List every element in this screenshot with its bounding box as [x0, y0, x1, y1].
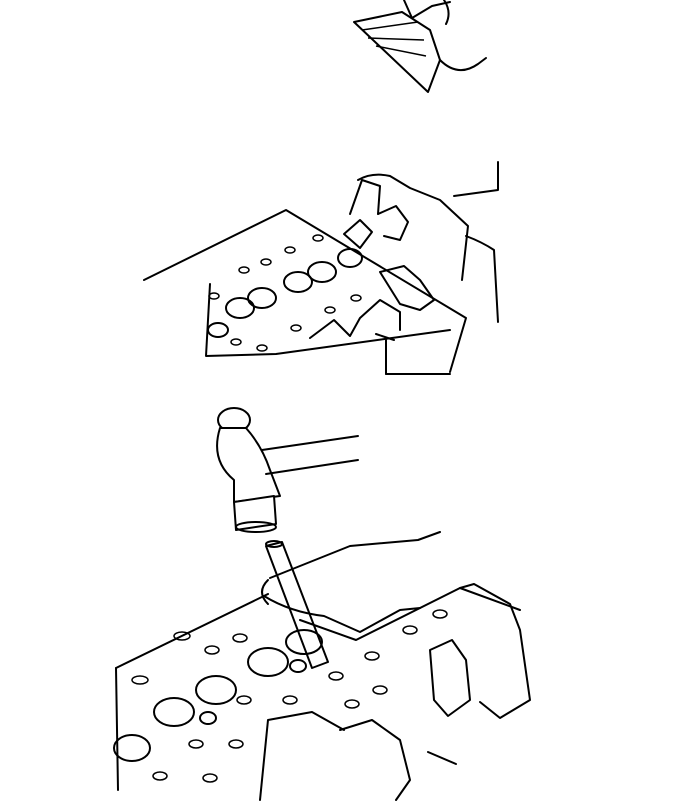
bottom-port-3 — [247, 647, 289, 677]
mid-sleeve-upper — [453, 161, 499, 197]
bottom-hand-fingers — [263, 595, 421, 633]
mid-tool-grip — [349, 179, 381, 215]
mid-bracket — [379, 265, 435, 311]
bottom-head-top-edge — [115, 587, 521, 669]
hammer-handle — [261, 435, 359, 475]
bottom-panel-hammer-drift — [113, 407, 531, 801]
mid-oil-holes — [208, 234, 362, 352]
mid-fingers — [377, 205, 409, 241]
bottom-port-4 — [285, 629, 323, 655]
top-fingers — [403, 0, 451, 19]
mid-head-side — [385, 339, 451, 375]
bottom-valve-spring — [199, 711, 217, 725]
mid-cam-housing — [309, 299, 401, 339]
bottom-cam-end — [459, 583, 531, 719]
shield-reflection — [361, 21, 427, 57]
bottom-port-5 — [113, 734, 151, 762]
bottom-valve-ports — [113, 629, 323, 762]
bottom-head-front-edge — [115, 667, 345, 801]
mid-hand — [357, 173, 469, 281]
bottom-port-2 — [195, 675, 237, 705]
mid-valve-ports — [207, 248, 363, 338]
mid-port-3 — [283, 271, 313, 293]
top-panel-shield — [353, 0, 487, 93]
bottom-valve-spring-2 — [289, 659, 307, 673]
mid-port-4 — [307, 261, 337, 283]
bottom-hand-top — [269, 531, 441, 579]
bottom-stud — [427, 751, 457, 765]
mid-port-5 — [337, 248, 363, 268]
bottom-oil-holes — [131, 609, 448, 783]
hammer-face — [233, 495, 277, 531]
shield-blade — [353, 11, 441, 93]
mid-port-1 — [225, 297, 255, 319]
hammer-head — [216, 427, 281, 503]
bottom-cam-bearing — [429, 639, 471, 717]
hammer — [216, 407, 359, 533]
hammer-face-rim — [235, 521, 277, 533]
bottom-thumb — [261, 579, 269, 605]
mid-stud — [375, 333, 395, 341]
middle-panel-valve-install — [143, 161, 499, 375]
mid-head-lower-edge — [205, 283, 451, 357]
top-wrist — [439, 57, 487, 71]
mid-port-6 — [207, 322, 229, 338]
drift-top — [265, 540, 283, 548]
mid-port-2 — [247, 287, 277, 309]
mid-tool-tip — [343, 219, 373, 249]
mid-sleeve-lower — [465, 235, 499, 323]
top-thumb — [443, 0, 450, 25]
bottom-cam-journal — [339, 719, 411, 801]
bottom-port-1 — [153, 697, 195, 727]
